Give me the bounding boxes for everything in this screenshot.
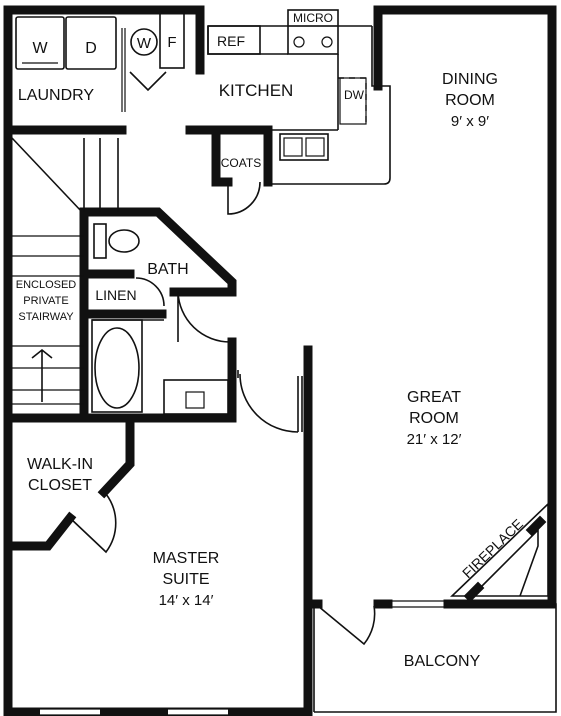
toilet-bowl-outline — [108, 229, 140, 253]
balcony-label: BALCONY — [404, 653, 481, 670]
washer-label: W — [32, 40, 48, 57]
bathroom: BATH LINEN — [91, 223, 231, 415]
vanity-outline — [163, 379, 229, 415]
coats-closet-label: COATS — [221, 156, 261, 170]
dryer-outline — [65, 16, 117, 70]
stack-dryer-outline — [159, 11, 185, 69]
stairway: ENCLOSED PRIVATE STAIRWAY — [11, 137, 119, 405]
fireplace-label: FIREPLACE — [459, 516, 526, 582]
microwave-label: MICRO — [293, 11, 333, 25]
stack-dryer-label: F — [167, 34, 176, 51]
stairway-label-line3: STAIRWAY — [18, 311, 74, 323]
dryer-label: D — [85, 40, 97, 57]
dining-room: DINING ROOM 9′ x 9′ — [442, 71, 498, 130]
walk-in-closet: WALK-IN CLOSET — [27, 456, 117, 554]
dining-room-label-line1: DINING — [442, 71, 498, 88]
walk-in-closet-label-line1: WALK-IN — [27, 456, 93, 473]
great-room-label-line1: GREAT — [407, 389, 461, 406]
master-suite: MASTER SUITE 14′ x 14′ — [40, 550, 228, 716]
stair-up-arrow-icon — [31, 348, 53, 402]
fridge-label: REF — [217, 33, 245, 49]
burner-icon — [293, 36, 305, 48]
kitchen-label: KITCHEN — [219, 81, 294, 100]
dishwasher-label: DW — [344, 88, 365, 102]
great-room: GREAT ROOM 21′ x 12′ FIREPLACE — [237, 370, 549, 603]
dining-room-size: 9′ x 9′ — [451, 113, 489, 130]
toilet-tank-outline — [93, 223, 107, 259]
interior-walls — [3, 5, 557, 716]
stairway-label-line2: PRIVATE — [23, 295, 68, 307]
stairway-label-line1: ENCLOSED — [16, 279, 77, 291]
washer-outline — [15, 16, 65, 70]
bathtub-outline — [91, 319, 143, 413]
linen-closet-label: LINEN — [95, 287, 136, 303]
great-room-label-line2: ROOM — [409, 410, 459, 427]
kitchen-sink-outline — [279, 133, 329, 161]
kitchen: REF MICRO DW KITCHEN COATS — [207, 9, 391, 215]
laundry-room: W D LAUNDRY W F — [15, 11, 185, 112]
stack-washer-outline — [130, 28, 158, 56]
balcony: BALCONY — [313, 600, 557, 713]
master-suite-size: 14′ x 14′ — [159, 592, 214, 609]
stove-outline — [287, 9, 339, 55]
great-room-size: 21′ x 12′ — [407, 431, 462, 448]
master-suite-label-line2: SUITE — [162, 571, 209, 588]
dining-room-label-line2: ROOM — [445, 92, 495, 109]
burner-icon — [321, 36, 333, 48]
vanity-sink-outline — [185, 391, 205, 409]
laundry-room-label: LAUNDRY — [18, 87, 95, 104]
fridge-outline — [207, 25, 261, 55]
walk-in-closet-label-line2: CLOSET — [28, 477, 92, 494]
bath-label: BATH — [147, 261, 188, 278]
stack-washer-label: W — [137, 35, 152, 52]
fireplace-outline — [450, 502, 549, 597]
master-suite-label-line1: MASTER — [153, 550, 220, 567]
